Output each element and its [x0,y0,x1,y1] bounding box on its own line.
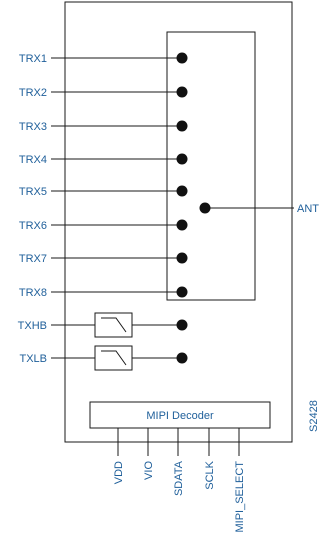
port-node-trx3 [176,120,188,132]
port-label-trx3: TRX3 [19,121,47,133]
port-label-trx2: TRX2 [19,87,47,99]
lowpass-filter-icon [101,317,127,333]
mipi-decoder-box [89,401,271,429]
port-label-trx6: TRX6 [19,220,47,232]
mipi-decoder-label: MIPI Decoder [146,410,214,422]
pin-label-vio: VIO [143,461,155,480]
port-node-trx5 [176,185,188,197]
port-node-trx4 [176,153,188,165]
port-node-trx2 [176,86,188,98]
port-label-trx8: TRX8 [19,287,47,299]
port-node-trx8 [176,286,188,298]
port-label-trx4: TRX4 [19,154,47,166]
port-label-trx5: TRX5 [19,186,47,198]
port-label-trx1: TRX1 [19,53,47,65]
pin-label-vdd: VDD [113,461,125,484]
antenna-node [199,202,211,214]
port-label-trx7: TRX7 [19,253,47,265]
pin-label-mipi-select: MIPI_SELECT [234,461,246,533]
port-label-txlb: TXLB [19,353,47,365]
pin-label-sdata: SDATA [173,460,185,496]
filter-box-txhb [94,312,133,338]
pin-label-sclk: SCLK [204,460,216,489]
port-label-txhb: TXHB [18,320,47,332]
decoder-pins: VDD VIO SDATA SCLK MIPI_SELECT [113,428,246,533]
lowpass-filter-icon [101,350,127,366]
port-node-trx1 [176,52,188,64]
figure-id: S2428 [308,400,320,432]
port-node-trx6 [176,219,188,231]
filter-box-txlb [94,345,133,371]
antenna-label: ANT [297,203,319,215]
port-node-txhb [176,319,188,331]
port-node-txlb [176,352,188,364]
port-node-trx7 [176,252,188,264]
